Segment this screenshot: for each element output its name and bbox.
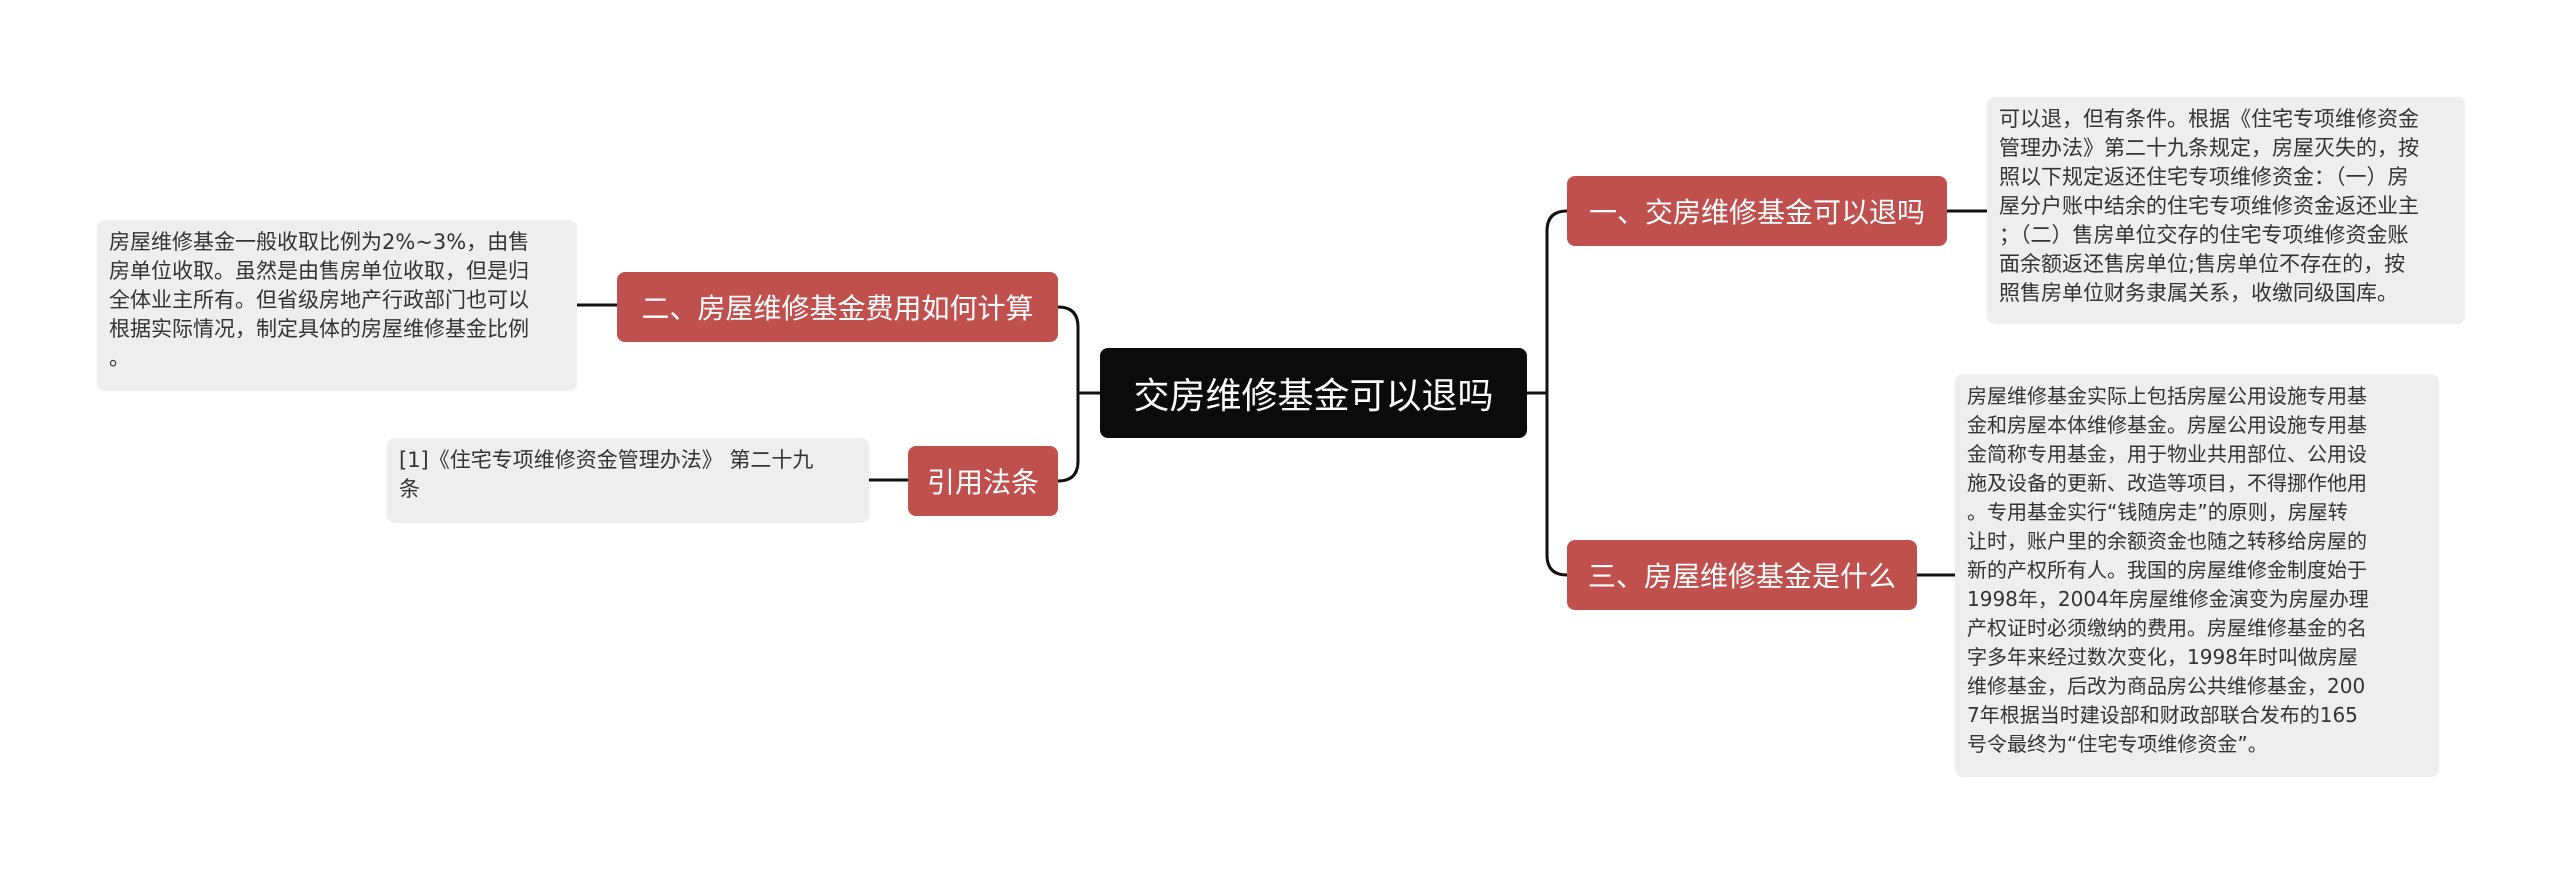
- branch-can-refund[interactable]: 一、交房维修基金可以退吗: [1567, 176, 1947, 246]
- connector-to-branch-3: [1545, 393, 1568, 577]
- leaf-what-is-fund-detail[interactable]: 房屋维修基金实际上包括房屋公用设施专用基 金和房屋本体维修基金。房屋公用设施专用…: [1955, 374, 2439, 777]
- leaf-cited-law-detail[interactable]: [1]《住宅专项维修资金管理办法》 第二十九 条: [387, 438, 869, 523]
- connector-to-branch-2: [1057, 305, 1080, 393]
- connector-to-branch-1: [1545, 209, 1568, 393]
- branch-cited-law[interactable]: 引用法条: [908, 446, 1058, 516]
- branch-what-is-fund[interactable]: 三、房屋维修基金是什么: [1567, 540, 1917, 610]
- leaf-can-refund-detail[interactable]: 可以退，但有条件。根据《住宅专项维修资金 管理办法》第二十九条规定，房屋灭失的，…: [1987, 97, 2465, 324]
- connector-to-branch-4: [1057, 393, 1080, 483]
- root-topic[interactable]: 交房维修基金可以退吗: [1100, 348, 1527, 438]
- branch-fee-calculation[interactable]: 二、房屋维修基金费用如何计算: [617, 272, 1058, 342]
- leaf-fee-calculation-detail[interactable]: 房屋维修基金一般收取比例为2%~3%，由售 房单位收取。虽然是由售房单位收取，但…: [97, 220, 577, 391]
